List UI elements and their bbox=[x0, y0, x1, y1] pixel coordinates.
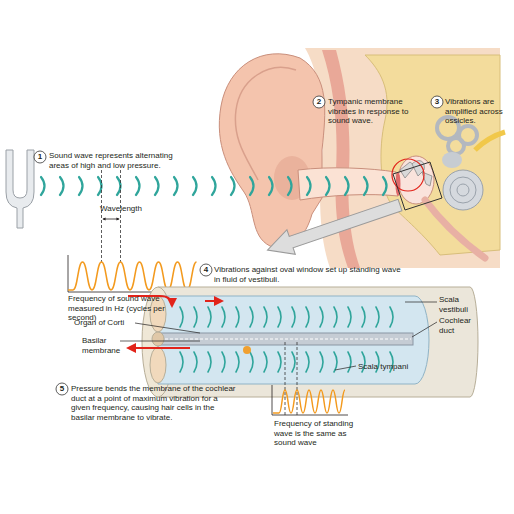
cochlea-turn bbox=[450, 177, 476, 203]
fluid-arrow bbox=[128, 347, 190, 349]
wavelength-mark bbox=[101, 170, 102, 262]
callout-number: 5 bbox=[56, 383, 68, 395]
leader-line bbox=[120, 341, 200, 342]
eustachian-tube bbox=[425, 200, 485, 258]
ear-anatomy bbox=[219, 48, 505, 268]
callout-number: 2 bbox=[313, 96, 325, 108]
standing-wave bbox=[180, 307, 393, 327]
part-label: Organ of Corti bbox=[74, 318, 140, 328]
part-label: Basilar membrane bbox=[82, 336, 124, 355]
head-tissue bbox=[305, 48, 500, 268]
graph-caption: Frequency of standing wave is the same a… bbox=[274, 419, 364, 448]
graph-axis bbox=[68, 255, 69, 292]
semicircular-canal bbox=[448, 138, 464, 154]
sound-wave bbox=[41, 177, 387, 195]
cochlea bbox=[443, 170, 483, 210]
callout-number: 3 bbox=[431, 96, 443, 108]
duct-section bbox=[152, 332, 164, 346]
max-vibration-point bbox=[243, 346, 251, 354]
leader-line bbox=[335, 366, 356, 370]
callout-number: 4 bbox=[200, 264, 212, 276]
step-text: Pressure bends the membrane of the cochl… bbox=[71, 384, 236, 422]
zoom-arrow bbox=[263, 193, 404, 263]
zoom-arrow-shape bbox=[263, 193, 404, 263]
graph-axis bbox=[272, 415, 348, 416]
scala-section bbox=[150, 347, 166, 383]
leader-line bbox=[412, 322, 437, 337]
part-label: Scala vestibuli bbox=[439, 295, 484, 314]
leader-line bbox=[405, 302, 437, 303]
step-text: Vibrations against oval window set up st… bbox=[214, 265, 408, 284]
graph-axis bbox=[272, 385, 273, 415]
tuning-fork bbox=[6, 150, 34, 228]
basilar-membrane-line bbox=[160, 339, 411, 340]
cochlea-turn bbox=[457, 184, 469, 196]
scala-tube bbox=[158, 296, 429, 384]
frequency-wave bbox=[68, 262, 197, 290]
uncoiled-cochlea bbox=[128, 287, 478, 397]
wavelength-mark bbox=[120, 170, 121, 262]
leader-line bbox=[135, 323, 200, 333]
vestibule bbox=[442, 152, 462, 168]
part-label: Scala tympani bbox=[358, 362, 428, 372]
step-text: Sound wave represents alternating areas … bbox=[49, 151, 191, 170]
fluid-arrow bbox=[205, 300, 222, 302]
step-text: Tympanic membrane vibrates in response t… bbox=[328, 97, 414, 126]
zoom-box bbox=[393, 162, 442, 210]
temporal-bone bbox=[365, 55, 500, 255]
callout-circle bbox=[34, 151, 46, 163]
callout-number: 1 bbox=[34, 151, 46, 163]
auditory-nerve bbox=[475, 132, 505, 150]
cochlea-cylinder bbox=[158, 287, 478, 397]
pinna bbox=[219, 54, 324, 249]
frequency-wave bbox=[273, 390, 345, 413]
dimension-label: Wavelength bbox=[100, 204, 160, 214]
step-text: Vibrations are amplified across ossicles… bbox=[445, 97, 513, 126]
callout-circle bbox=[56, 383, 68, 395]
callout-circle bbox=[200, 264, 212, 276]
callout-circle bbox=[431, 96, 443, 108]
wavelength-mark bbox=[297, 342, 298, 415]
cochlear-duct-band bbox=[158, 333, 413, 345]
wavelength-mark bbox=[285, 342, 286, 415]
callout-circle bbox=[313, 96, 325, 108]
middle-ear-cavity bbox=[398, 156, 434, 204]
wavelength-arrow bbox=[103, 219, 119, 220]
part-label: Cochlear duct bbox=[439, 316, 484, 335]
